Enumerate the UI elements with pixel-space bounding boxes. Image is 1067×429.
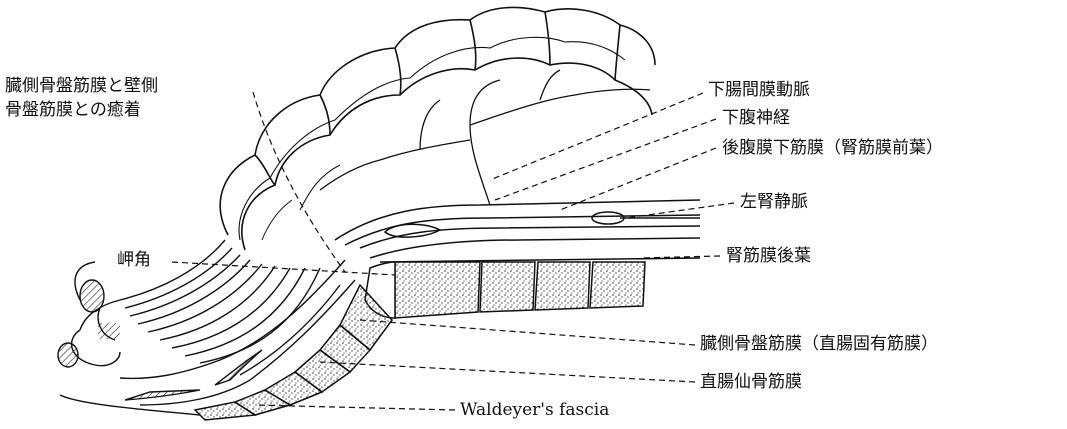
label-fusion-line2: 骨盤筋膜との癒着	[5, 100, 141, 120]
label-fusion-line1: 臓側骨盤筋膜と壁側	[5, 76, 158, 96]
vertebrae	[195, 262, 645, 420]
colon	[220, 7, 655, 250]
label-visceral-pelvic-fascia: 臓側骨盤筋膜（直腸固有筋膜）	[700, 334, 938, 354]
label-rectosacral-fascia: 直腸仙骨筋膜	[700, 372, 802, 392]
leader-lines	[172, 92, 734, 410]
label-left-renal-vein: 左腎静脈	[740, 192, 808, 212]
label-renal-fascia-posterior: 腎筋膜後葉	[726, 246, 811, 266]
mesenteric-vessels	[320, 70, 650, 205]
label-inferior-mesenteric-artery: 下腸間膜動脈	[708, 80, 810, 100]
label-hypogastric-nerve: 下腹神経	[722, 108, 790, 128]
label-waldeyer-fascia: Waldeyer's fascia	[460, 400, 609, 420]
label-promontory: 岬角	[117, 250, 151, 270]
label-retroperitoneal-fascia: 後腹膜下筋膜（腎筋膜前葉）	[722, 138, 943, 158]
retroperitoneal-layers	[335, 200, 700, 262]
